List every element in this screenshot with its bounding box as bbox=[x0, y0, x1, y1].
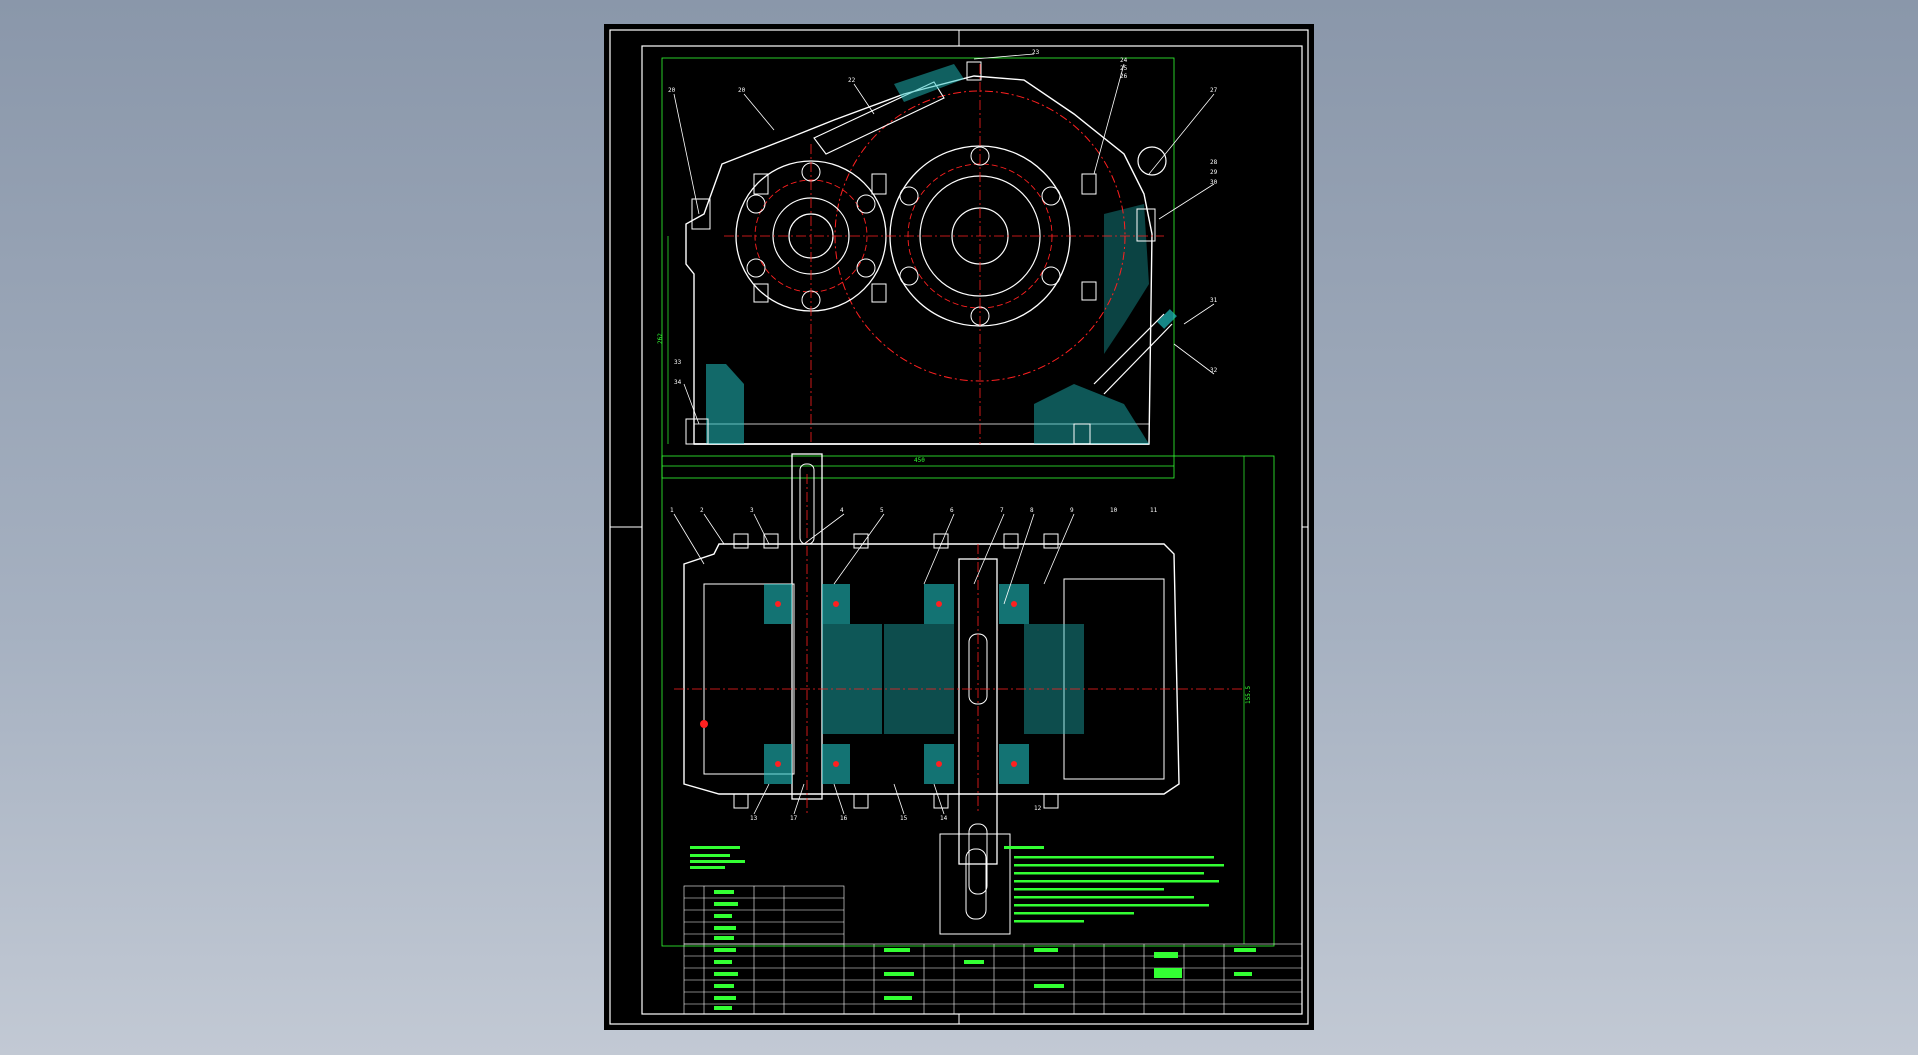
dim-height-left: 262 bbox=[657, 333, 664, 344]
part-callout: 6 bbox=[950, 507, 954, 514]
part-callout: 5 bbox=[880, 507, 884, 514]
part-callout: 30 bbox=[1210, 179, 1218, 186]
title-block bbox=[683, 885, 1303, 1015]
part-callout: 27 bbox=[1210, 87, 1218, 94]
part-callout: 22 bbox=[848, 77, 856, 84]
section-view: 155.5 bbox=[661, 453, 1275, 947]
part-callout: 13 bbox=[750, 815, 758, 822]
part-callout: 1 bbox=[670, 507, 674, 514]
part-callout: 17 bbox=[790, 815, 798, 822]
part-callout: 26 bbox=[1120, 73, 1128, 80]
part-callout: 31 bbox=[1210, 297, 1218, 304]
part-callout: 2 bbox=[700, 507, 704, 514]
part-callout: 3 bbox=[750, 507, 754, 514]
part-callout: 16 bbox=[840, 815, 848, 822]
part-callout: 32 bbox=[1210, 367, 1218, 374]
part-callout: 24 bbox=[1120, 57, 1128, 64]
part-callout: 20 bbox=[738, 87, 746, 94]
title-block-text bbox=[714, 890, 1256, 1010]
part-callout: 11 bbox=[1150, 507, 1158, 514]
drawing-sheet: 450 262 bbox=[604, 24, 1314, 1030]
part-callout: 9 bbox=[1070, 507, 1074, 514]
part-callout: 25 bbox=[1120, 65, 1128, 72]
part-callout: 33 bbox=[674, 359, 682, 366]
part-callout: 20 bbox=[668, 87, 676, 94]
dim-side: 155.5 bbox=[1245, 686, 1252, 704]
dim-width: 450 bbox=[914, 457, 925, 464]
part-callout: 10 bbox=[1110, 507, 1118, 514]
part-callout: 14 bbox=[940, 815, 948, 822]
part-callout: 4 bbox=[840, 507, 844, 514]
gearbox-assembly-drawing-icon: 450 262 bbox=[609, 29, 1309, 1025]
part-callout: 12 bbox=[1034, 805, 1042, 812]
part-callout: 29 bbox=[1210, 169, 1218, 176]
outer-frame bbox=[609, 29, 1309, 1025]
part-callout: 7 bbox=[1000, 507, 1004, 514]
part-callout: 34 bbox=[674, 379, 682, 386]
part-callout: 28 bbox=[1210, 159, 1218, 166]
part-callout: 23 bbox=[1032, 49, 1040, 56]
part-callout: 8 bbox=[1030, 507, 1034, 514]
part-callout: 15 bbox=[900, 815, 908, 822]
technical-notes bbox=[690, 846, 1224, 923]
front-view: 450 262 bbox=[657, 53, 1215, 479]
